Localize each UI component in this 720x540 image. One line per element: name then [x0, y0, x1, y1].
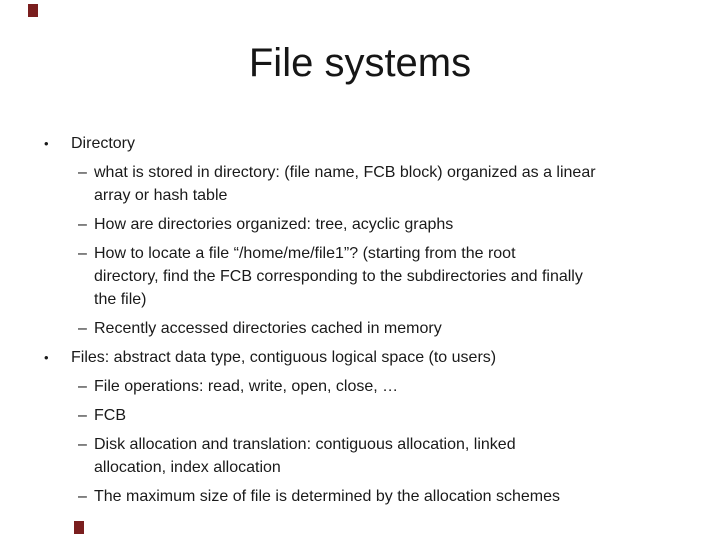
- bullet-text: FCB: [94, 404, 720, 427]
- text-line: Disk allocation and translation: contigu…: [94, 436, 516, 453]
- dash-icon: –: [78, 216, 87, 233]
- text-line: the file): [94, 291, 147, 308]
- sub-bullet-item: – Recently accessed directories cached i…: [0, 317, 720, 340]
- bullet-text: what is stored in directory: (file name,…: [94, 161, 720, 207]
- sub-bullet-item: – File operations: read, write, open, cl…: [0, 375, 720, 398]
- text-line: The maximum size of file is determined b…: [94, 488, 560, 505]
- sub-bullet-item: – The maximum size of file is determined…: [0, 485, 720, 508]
- dash-icon: –: [78, 245, 87, 262]
- dash-icon: –: [78, 164, 87, 181]
- dash-icon: –: [78, 407, 87, 424]
- bullet-text: How are directories organized: tree, acy…: [94, 213, 720, 236]
- bullet-item: • Directory: [0, 132, 720, 155]
- bullet-item: • Files: abstract data type, contiguous …: [0, 346, 720, 369]
- text-line: what is stored in directory: (file name,…: [94, 164, 596, 181]
- text-line: Recently accessed directories cached in …: [94, 320, 442, 337]
- bullet-text: How to locate a file “/home/me/file1”? (…: [94, 242, 720, 311]
- bullet-text: Files: abstract data type, contiguous lo…: [71, 346, 720, 369]
- dash-icon: –: [78, 378, 87, 395]
- text-line: array or hash table: [94, 187, 228, 204]
- sub-bullet-item: – Disk allocation and translation: conti…: [0, 433, 720, 479]
- text-line: allocation, index allocation: [94, 459, 281, 476]
- text-line: File operations: read, write, open, clos…: [94, 378, 399, 395]
- sub-bullet-item: – FCB: [0, 404, 720, 427]
- slide-title: File systems: [248, 41, 472, 85]
- bullet-list: • Directory – what is stored in director…: [0, 132, 720, 508]
- bullet-dot-icon: •: [44, 350, 49, 365]
- bullet-text: File operations: read, write, open, clos…: [94, 375, 720, 398]
- corner-artifact-top-left-icon: [28, 4, 38, 17]
- dash-icon: –: [78, 320, 87, 337]
- sub-bullet-item: – what is stored in directory: (file nam…: [0, 161, 720, 207]
- bullet-text: Recently accessed directories cached in …: [94, 317, 720, 340]
- text-line: directory, find the FCB corresponding to…: [94, 268, 583, 285]
- bullet-dot-icon: •: [44, 136, 49, 151]
- text-line: How are directories organized: tree, acy…: [94, 216, 454, 233]
- text-line: How to locate a file “/home/me/file1”? (…: [94, 245, 516, 262]
- bullet-text: Disk allocation and translation: contigu…: [94, 433, 720, 479]
- text-line: Directory: [71, 135, 136, 152]
- bullet-text: The maximum size of file is determined b…: [94, 485, 720, 508]
- text-line: Files: abstract data type, contiguous lo…: [71, 349, 497, 366]
- text-line: FCB: [94, 407, 126, 424]
- sub-bullet-item: – How to locate a file “/home/me/file1”?…: [0, 242, 720, 311]
- corner-artifact-bottom-left-icon: [74, 521, 84, 534]
- dash-icon: –: [78, 488, 87, 505]
- dash-icon: –: [78, 436, 87, 453]
- sub-bullet-item: – How are directories organized: tree, a…: [0, 213, 720, 236]
- bullet-text: Directory: [71, 132, 720, 155]
